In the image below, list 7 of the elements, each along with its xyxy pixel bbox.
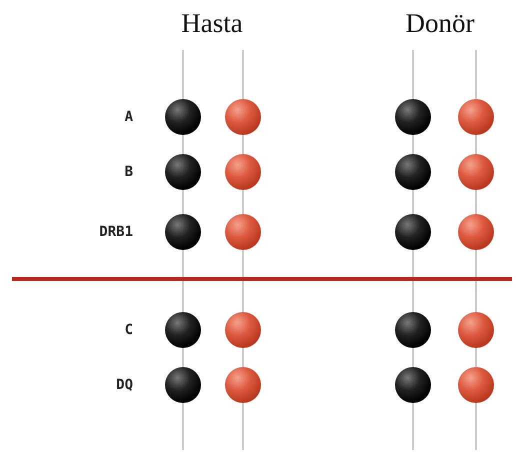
- locus-label: A: [124, 109, 133, 125]
- column-heading: Hasta: [181, 8, 243, 39]
- locus-label: DRB1: [99, 224, 133, 240]
- locus-label: C: [124, 322, 133, 338]
- locus-label: DQ: [116, 377, 133, 393]
- locus-label: B: [124, 164, 133, 180]
- column-heading: Donör: [406, 8, 474, 39]
